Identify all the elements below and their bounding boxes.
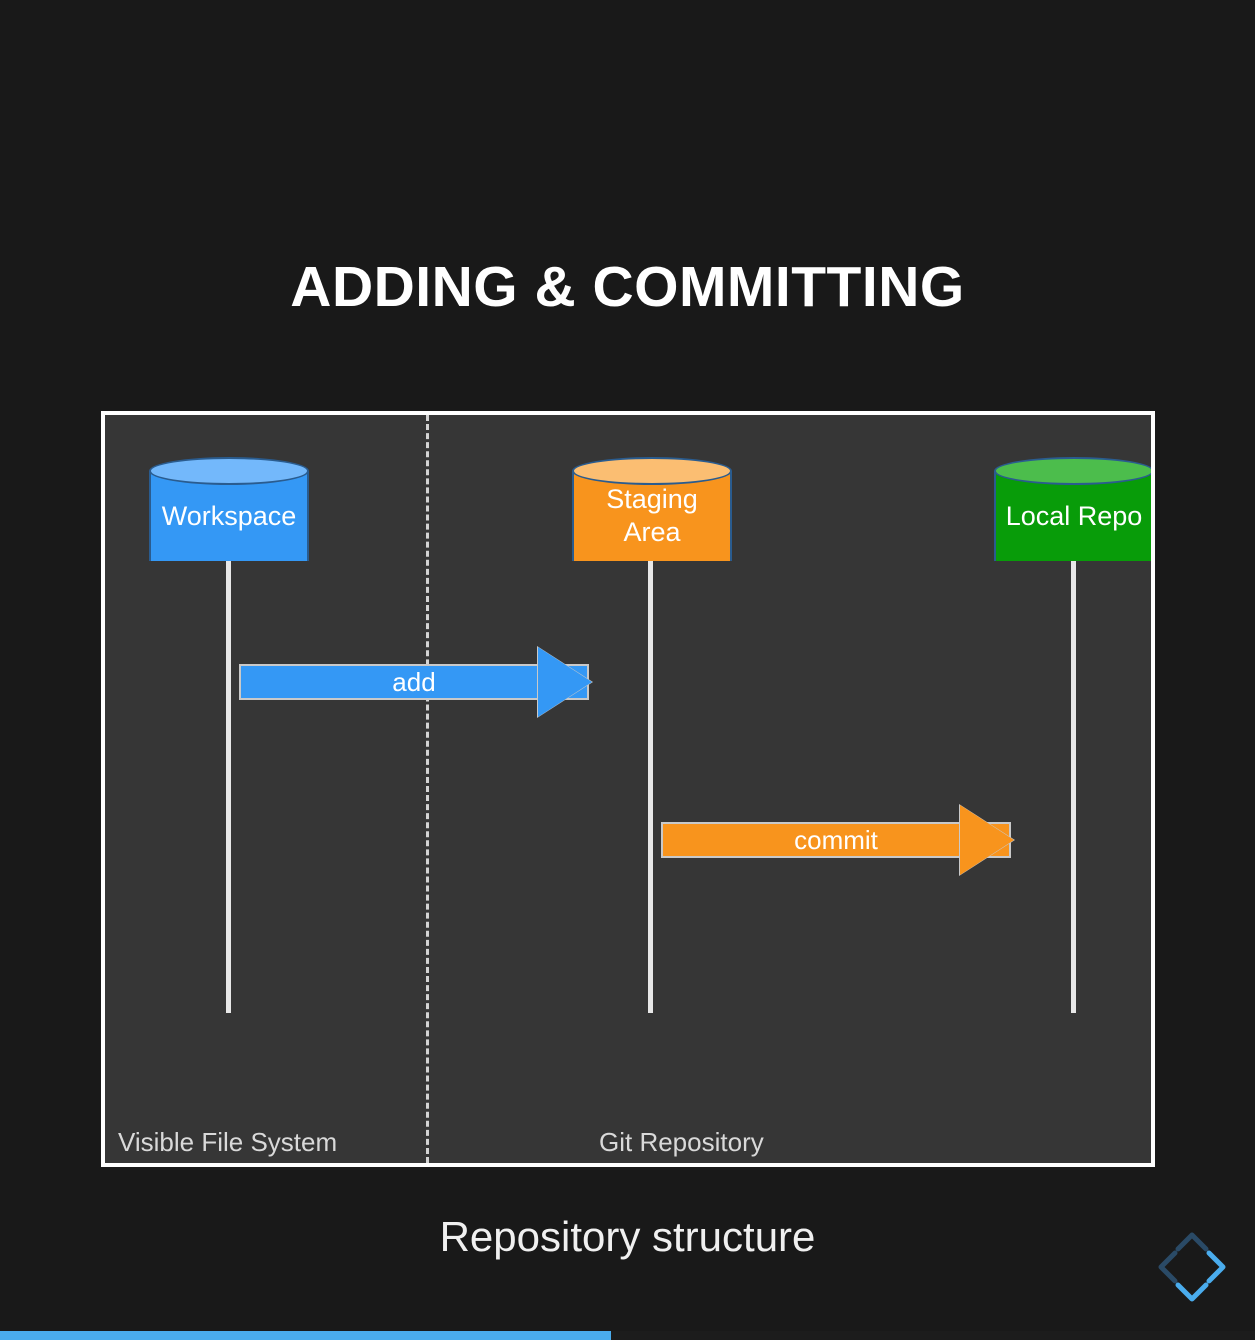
cylinder-top-ellipse — [149, 457, 309, 485]
arrow-head — [960, 805, 1014, 875]
diagram-frame: Workspace Staging Area Local Repo add co… — [101, 411, 1155, 1167]
zone-label-git-repository: Git Repository — [599, 1127, 764, 1157]
cylinder-top-ellipse — [994, 457, 1151, 485]
lifeline-staging — [648, 513, 653, 1013]
arrow-commit-label: commit — [794, 824, 878, 855]
lifeline-local-repo — [1071, 513, 1076, 1013]
node-staging-area-label: Staging Area — [606, 484, 698, 547]
diamond-chevrons-logo-icon — [1146, 1222, 1238, 1314]
progress-track[interactable] — [0, 1331, 1255, 1340]
node-local-repo[interactable]: Local Repo — [994, 457, 1151, 575]
arrow-add-label: add — [392, 666, 436, 697]
arrow-shaft — [661, 822, 1011, 858]
zone-divider-dashed-line — [426, 415, 429, 1163]
arrow-head — [538, 647, 592, 717]
node-local-repo-label: Local Repo — [1005, 500, 1143, 531]
arrow-shaft — [239, 664, 589, 700]
node-staging-area[interactable]: Staging Area — [572, 457, 732, 575]
cylinder-body — [994, 471, 1151, 561]
node-workspace-label: Workspace — [161, 500, 297, 531]
node-workspace[interactable]: Workspace — [149, 457, 309, 575]
arrow-commit[interactable]: commit — [661, 804, 1060, 876]
page-title: ADDING & COMMITTING — [290, 255, 965, 319]
lifeline-workspace — [226, 513, 231, 1013]
zone-label-visible-file-system: Visible File System — [118, 1127, 338, 1157]
cylinder-body — [572, 471, 732, 561]
cylinder-body — [149, 471, 309, 561]
arrow-add[interactable]: add — [239, 646, 638, 718]
cylinder-top-ellipse — [572, 457, 732, 485]
progress-fill — [0, 1331, 612, 1340]
slide-caption: Repository structure — [439, 1213, 816, 1260]
